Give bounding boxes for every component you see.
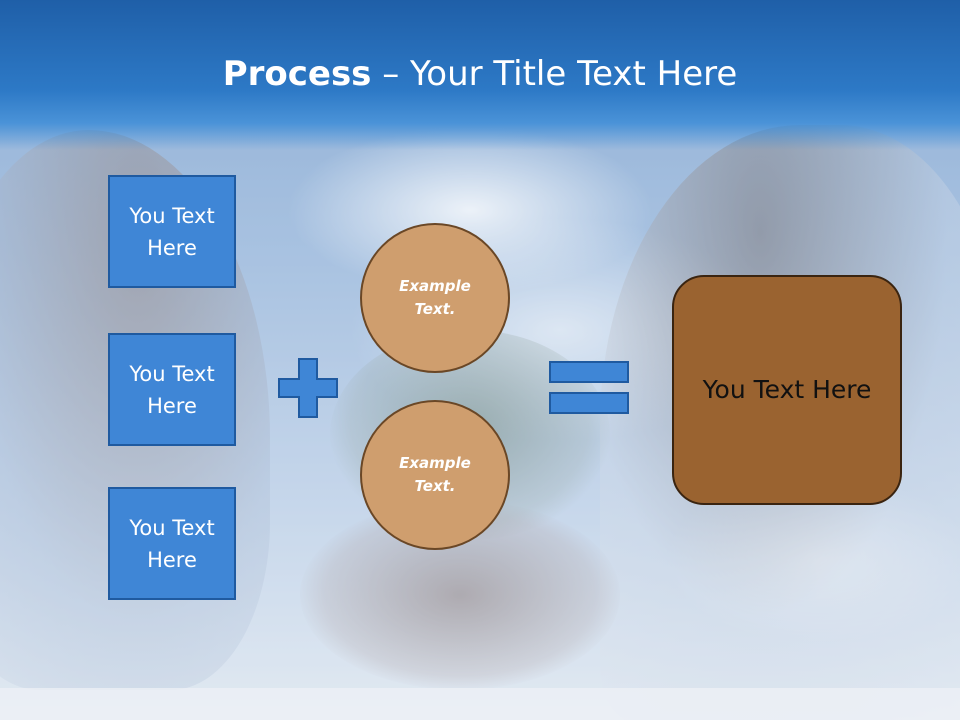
slide-title[interactable]: Process – Your Title Text Here bbox=[0, 52, 960, 96]
title-band bbox=[0, 0, 960, 150]
left-text-box-label: You Text Here bbox=[129, 361, 215, 418]
example-circle-label: Example Text. bbox=[399, 277, 471, 318]
left-text-box-1[interactable]: You Text Here bbox=[108, 175, 236, 288]
left-text-box-label: You Text Here bbox=[129, 515, 215, 572]
left-text-box-3[interactable]: You Text Here bbox=[108, 487, 236, 600]
left-text-box-2[interactable]: You Text Here bbox=[108, 333, 236, 446]
result-text-box-label: You Text Here bbox=[702, 375, 872, 404]
left-text-box-label: You Text Here bbox=[129, 203, 215, 260]
background-table bbox=[0, 688, 960, 720]
result-text-box[interactable]: You Text Here bbox=[672, 275, 902, 505]
title-bold: Process bbox=[222, 54, 372, 94]
example-circle-1[interactable]: Example Text. bbox=[360, 223, 510, 373]
title-rest: – Your Title Text Here bbox=[371, 54, 738, 94]
plus-icon[interactable] bbox=[277, 357, 339, 419]
example-circle-2[interactable]: Example Text. bbox=[360, 400, 510, 550]
example-circle-label: Example Text. bbox=[399, 454, 471, 495]
equals-icon[interactable] bbox=[549, 361, 629, 415]
